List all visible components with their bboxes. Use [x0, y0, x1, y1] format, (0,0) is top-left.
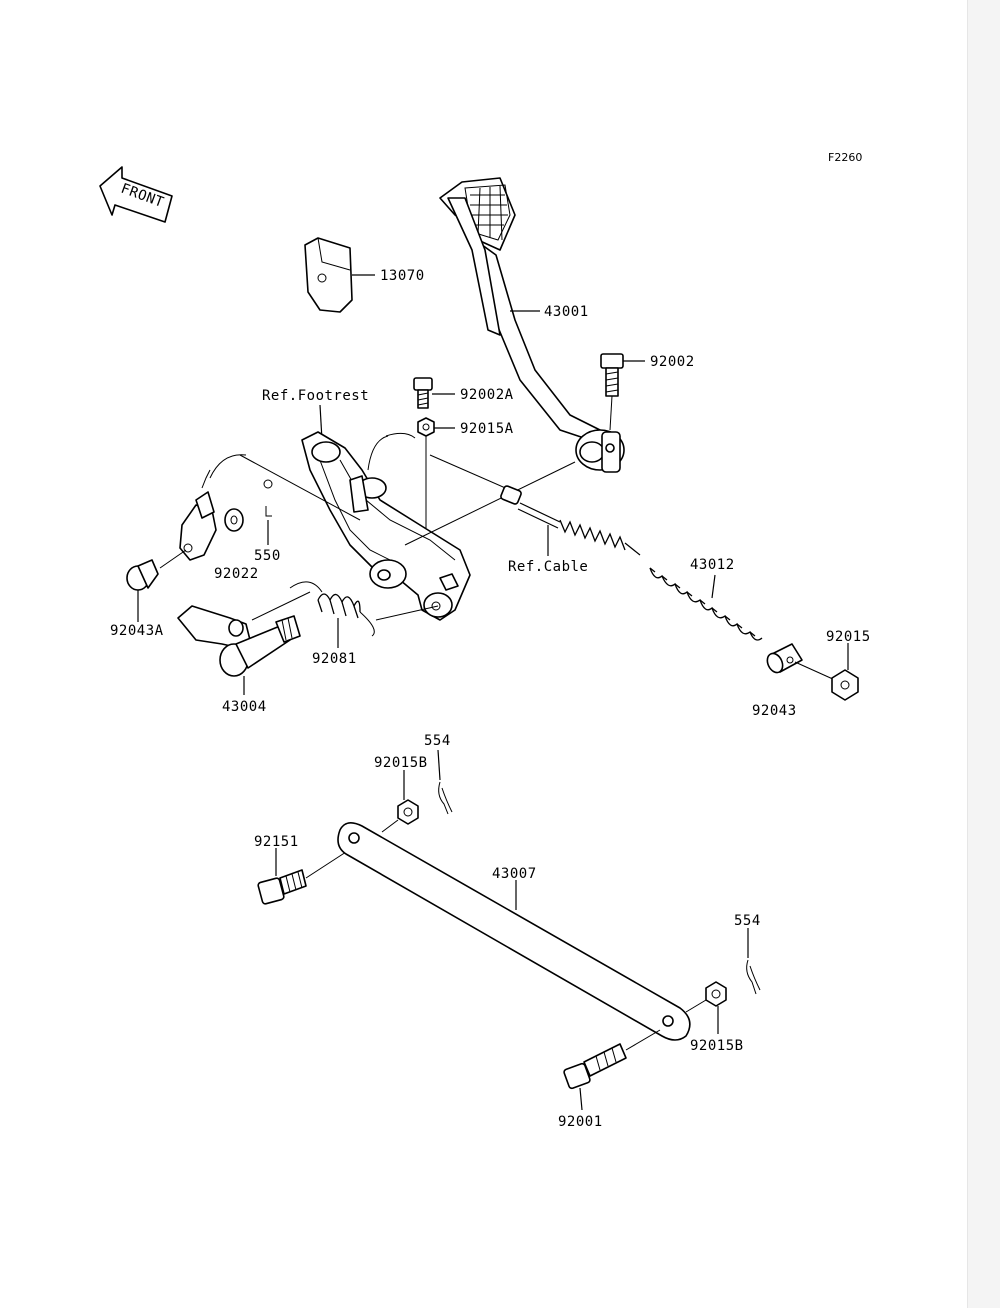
part-92002-bolt	[600, 353, 624, 397]
leader-92001	[579, 1087, 583, 1111]
ref-cable-label: Ref.Cable	[508, 559, 588, 575]
callout-43004: 43004	[222, 699, 267, 715]
callout-13070: 13070	[380, 268, 425, 284]
part-43012-spring	[649, 567, 763, 641]
part-550-clip	[263, 479, 273, 517]
callout-92015B-bottom: 92015B	[690, 1038, 744, 1054]
callout-92151: 92151	[254, 834, 299, 850]
callout-92002A: 92002A	[460, 387, 514, 403]
part-92015B-nut-bottom	[705, 981, 727, 1007]
callout-92043A: 92043A	[110, 623, 164, 639]
page-edge	[967, 0, 1000, 1308]
front-direction-arrow-icon: FRONT	[99, 166, 173, 223]
leader-43012	[711, 574, 716, 599]
part-554-cotter-pin-right	[746, 959, 761, 995]
callout-92043: 92043	[752, 703, 797, 719]
part-92015A-nut	[417, 417, 435, 437]
callout-43001: 43001	[544, 304, 589, 320]
part-92015B-nut-top	[397, 799, 419, 825]
callout-92015: 92015	[826, 629, 871, 645]
part-554-cotter-pin-top	[438, 781, 453, 815]
part-92001-bolt	[563, 1043, 627, 1090]
part-92043A-pin	[126, 559, 159, 591]
callout-92001: 92001	[558, 1114, 603, 1130]
callout-550: 550	[254, 548, 281, 564]
callout-554-top: 554	[424, 733, 451, 749]
brake-cable-rod	[500, 485, 641, 556]
callout-92015B-top: 92015B	[374, 755, 428, 771]
callout-92022: 92022	[214, 566, 259, 582]
ref-footrest-label: Ref.Footrest	[262, 388, 369, 404]
footrest-bracket	[301, 431, 471, 621]
part-13070-bracket	[304, 237, 353, 313]
callout-92002: 92002	[650, 354, 695, 370]
leader-554-top	[437, 749, 441, 781]
part-92151-bolt	[257, 869, 307, 905]
callout-92015A: 92015A	[460, 421, 514, 437]
part-43007-link-rod	[337, 822, 691, 1041]
part-92081-spring	[289, 581, 375, 637]
part-92043-pin	[766, 643, 803, 674]
callout-92081: 92081	[312, 651, 357, 667]
callout-43012: 43012	[690, 557, 735, 573]
part-92022-washer	[224, 508, 244, 532]
part-92015-nut	[831, 669, 859, 701]
callout-43007: 43007	[492, 866, 537, 882]
brake-switch-bracket	[179, 469, 217, 561]
part-43001-brake-pedal	[439, 177, 625, 473]
part-43004-shaft-lever	[177, 605, 301, 677]
figure-code: F2260	[828, 151, 862, 164]
part-92002A-bolt	[413, 377, 433, 409]
callout-554-right: 554	[734, 913, 761, 929]
